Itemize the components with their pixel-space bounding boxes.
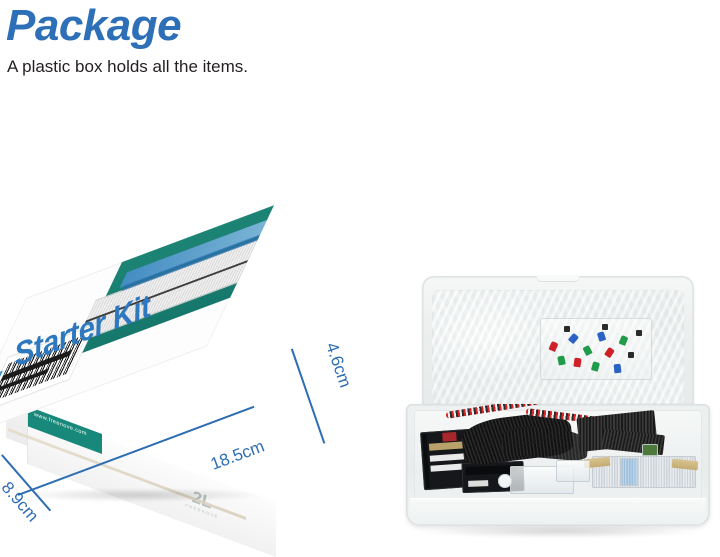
dimension-label-depth: 8.9cm	[0, 478, 43, 526]
led-red	[548, 340, 559, 353]
pin-header	[422, 433, 430, 489]
plastic-box-drop-shadow	[416, 526, 702, 538]
carton-illustration: www.freenove.com 2L FREENOVE 2L FREENOVE	[0, 205, 360, 557]
pcb-pad	[429, 453, 465, 462]
dimension-label-height: 4.6cm	[322, 340, 356, 390]
carton-figure: www.freenove.com 2L FREENOVE 2L FREENOVE	[0, 205, 360, 557]
carton-front-teal-band: www.freenove.com	[28, 406, 102, 455]
plastic-box-lid	[422, 275, 694, 410]
led-green	[618, 335, 629, 346]
clear-parts-tray	[556, 460, 590, 482]
led-red	[573, 357, 582, 368]
transistor	[636, 330, 642, 336]
lid-interior	[432, 290, 684, 404]
breadboard-rail	[620, 458, 638, 486]
plastic-box-base	[406, 404, 710, 526]
carton-lid-seam	[8, 428, 246, 520]
base-front-wall	[410, 498, 706, 524]
page-subtitle: A plastic box holds all the items.	[7, 57, 248, 76]
carton-website-label: www.freenove.com	[34, 411, 87, 438]
transistor	[564, 326, 570, 332]
dimension-line-height	[291, 348, 326, 444]
led-assortment-bag	[540, 318, 652, 380]
led-red	[604, 346, 615, 359]
led-green	[582, 344, 593, 357]
transistor	[628, 352, 634, 358]
freenove-logo-text: FREENOVE	[174, 212, 214, 232]
potentiometer-knob	[498, 474, 512, 488]
pcb-pad	[468, 480, 489, 487]
package-page: Package A plastic box holds all the item…	[0, 0, 720, 542]
led-green	[590, 361, 601, 372]
dimension-label-length: 18.5cm	[208, 436, 267, 474]
pcb-button	[442, 431, 457, 442]
sensor-module	[642, 444, 658, 456]
led-green	[557, 355, 566, 366]
plastic-box-figure	[406, 275, 714, 538]
pcb-pad	[430, 463, 465, 472]
led-blue	[567, 332, 580, 345]
led-blue	[596, 331, 607, 342]
page-title: Package	[6, 1, 182, 50]
freenove-logo-mark: 2L	[182, 205, 220, 225]
carton-drop-shadow	[16, 488, 266, 502]
lid-latch-notch	[537, 275, 579, 282]
transistor	[602, 324, 608, 330]
led-blue	[613, 363, 622, 374]
